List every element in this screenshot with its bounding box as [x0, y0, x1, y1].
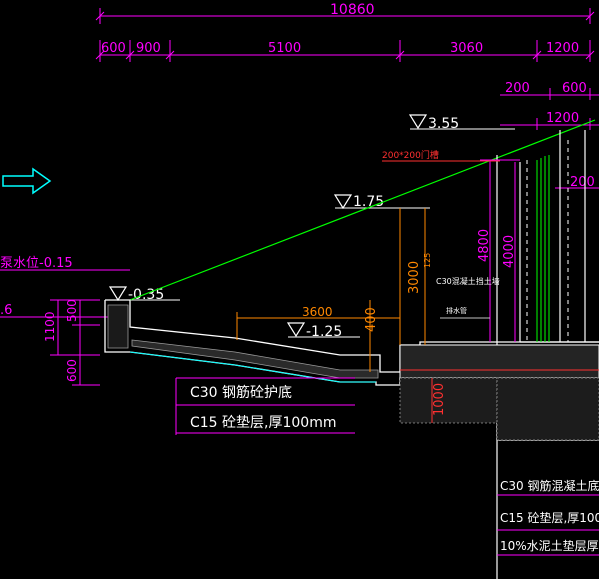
right-arrow-icon: [2, 167, 52, 195]
elev-175: 1.75: [353, 194, 384, 210]
note-wall: C30混凝土挡土墙: [436, 276, 500, 286]
dim-600: 600: [101, 41, 126, 56]
legend-right-line-3: 10%水泥土垫层厚1000/: [500, 538, 599, 553]
dim-3000: 3000: [407, 261, 422, 294]
legend-left: C30 钢筋砼护底 C15 砼垫层,厚100mm: [175, 377, 355, 435]
dim-right-200-mid: 200: [570, 175, 595, 190]
legend-left-line-2: C15 砼垫层,厚100mm: [190, 415, 337, 431]
dim-right-1200: 1200: [546, 111, 579, 126]
legend-right: C30 钢筋混凝土底板 C15 砼垫层,厚100mm 10%水泥土垫层厚1000…: [497, 478, 599, 556]
mid-vertical-dims: [369, 159, 520, 423]
slope-line: [129, 119, 596, 301]
elev-m125: -1.25: [306, 324, 342, 340]
dim-125: 125: [423, 253, 432, 268]
dim-5100: 5100: [268, 41, 301, 56]
legend-right-line-2: C15 砼垫层,厚100mm: [500, 510, 599, 525]
cushion-line: [129, 351, 376, 383]
left-vertical-dims: [50, 299, 100, 386]
pump-water-level-label: 泵水位-0.15: [0, 256, 73, 271]
hatch-band: [107, 304, 379, 379]
top-dimensions: [95, 8, 599, 189]
note-gate-slot: 200*200门槽: [382, 149, 439, 161]
dim-1200: 1200: [546, 41, 579, 56]
dim-500: 500: [65, 299, 79, 322]
dim-1100: 1100: [43, 311, 57, 342]
elev-355: 3.55: [428, 116, 459, 132]
note-pipe: 排水管: [446, 306, 467, 315]
dim-3600: 3600: [302, 305, 333, 319]
legend-right-line-1: C30 钢筋混凝土底板: [500, 478, 599, 493]
dim-900: 900: [136, 41, 161, 56]
triangle-down-icon: [108, 114, 428, 338]
left-edge-value: .6: [0, 303, 12, 318]
elev-m035: -0.35: [128, 287, 164, 303]
dim-right-200: 200: [505, 81, 530, 96]
dim-overall: 10860: [330, 2, 375, 18]
legend-left-line-1: C30 钢筋砼护底: [190, 384, 292, 401]
dim-3060: 3060: [450, 41, 483, 56]
foundation-hatch: [399, 344, 599, 441]
chamber-green: [536, 155, 550, 342]
dim-4800: 4800: [477, 229, 492, 262]
dim-400: 400: [364, 307, 379, 332]
dim-4000: 4000: [502, 235, 517, 268]
chamber-dashed: [526, 140, 569, 342]
dim-600-left: 600: [65, 359, 79, 382]
dim-1000: 1000: [432, 383, 447, 416]
dim-right-600: 600: [562, 81, 587, 96]
